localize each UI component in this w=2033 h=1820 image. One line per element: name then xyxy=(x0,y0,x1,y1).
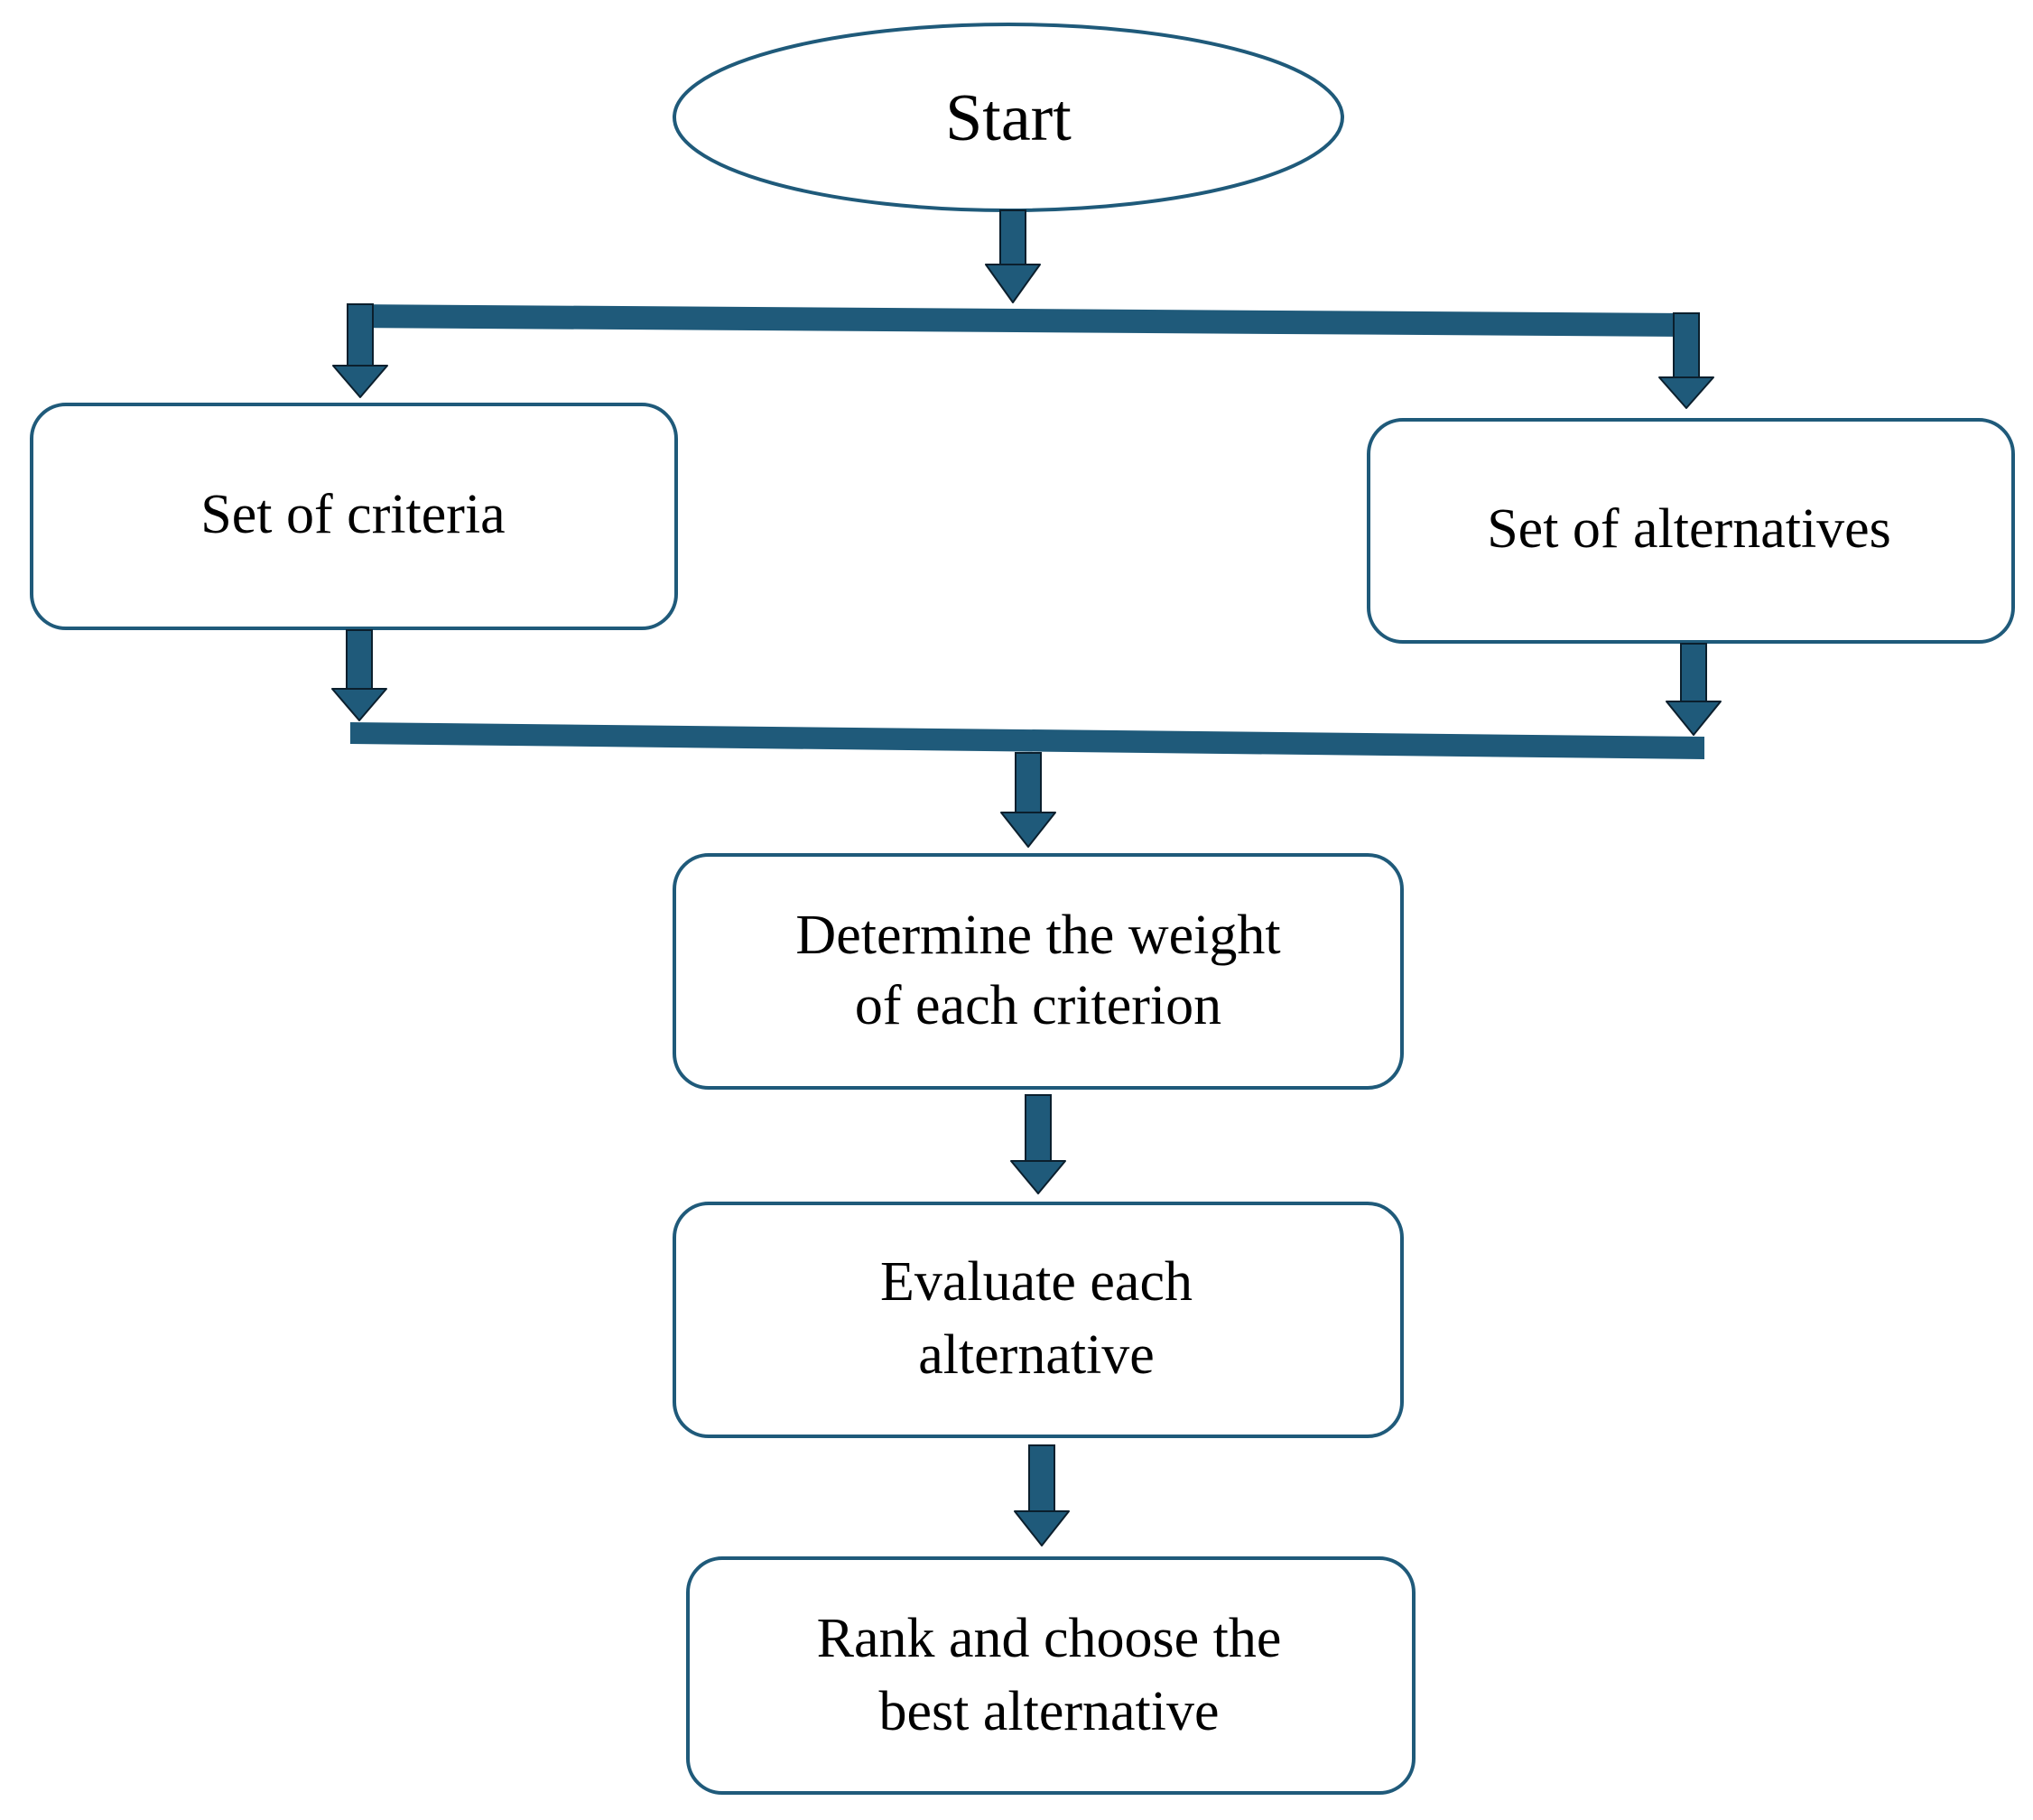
arrow-start-to-split xyxy=(985,209,1041,303)
arrow-alternatives-to-merge xyxy=(1666,643,1722,736)
weight-label-line1: Determine the weight xyxy=(795,905,1280,966)
criteria-label: Set of criteria xyxy=(200,484,505,545)
alternatives-node: Set of alternatives xyxy=(1367,418,2015,644)
arrow-merge-to-weight xyxy=(1000,752,1056,848)
criteria-node: Set of criteria xyxy=(30,403,678,630)
evaluate-node: Evaluate each alternative xyxy=(673,1202,1404,1438)
start-node: Start xyxy=(673,23,1344,212)
evaluate-label-line2: alternative xyxy=(918,1324,1155,1386)
alternatives-label: Set of alternatives xyxy=(1487,498,1891,560)
evaluate-label-line1: Evaluate each xyxy=(880,1251,1193,1313)
arrow-split-to-criteria xyxy=(332,303,388,398)
rank-label-line2: best alternative xyxy=(879,1681,1220,1742)
merge-bar xyxy=(350,722,1704,759)
rank-label-line1: Rank and choose the xyxy=(817,1608,1282,1669)
weight-label-line2: of each criterion xyxy=(855,975,1221,1036)
split-bar xyxy=(348,304,1686,337)
rank-node: Rank and choose the best alternative xyxy=(686,1556,1416,1795)
arrow-evaluate-to-rank xyxy=(1014,1444,1070,1546)
weight-node: Determine the weight of each criterion xyxy=(673,853,1404,1090)
arrow-criteria-to-merge xyxy=(331,629,387,721)
start-label: Start xyxy=(945,81,1072,155)
arrow-weight-to-evaluate xyxy=(1010,1094,1066,1194)
arrow-split-to-alternatives xyxy=(1658,312,1714,409)
